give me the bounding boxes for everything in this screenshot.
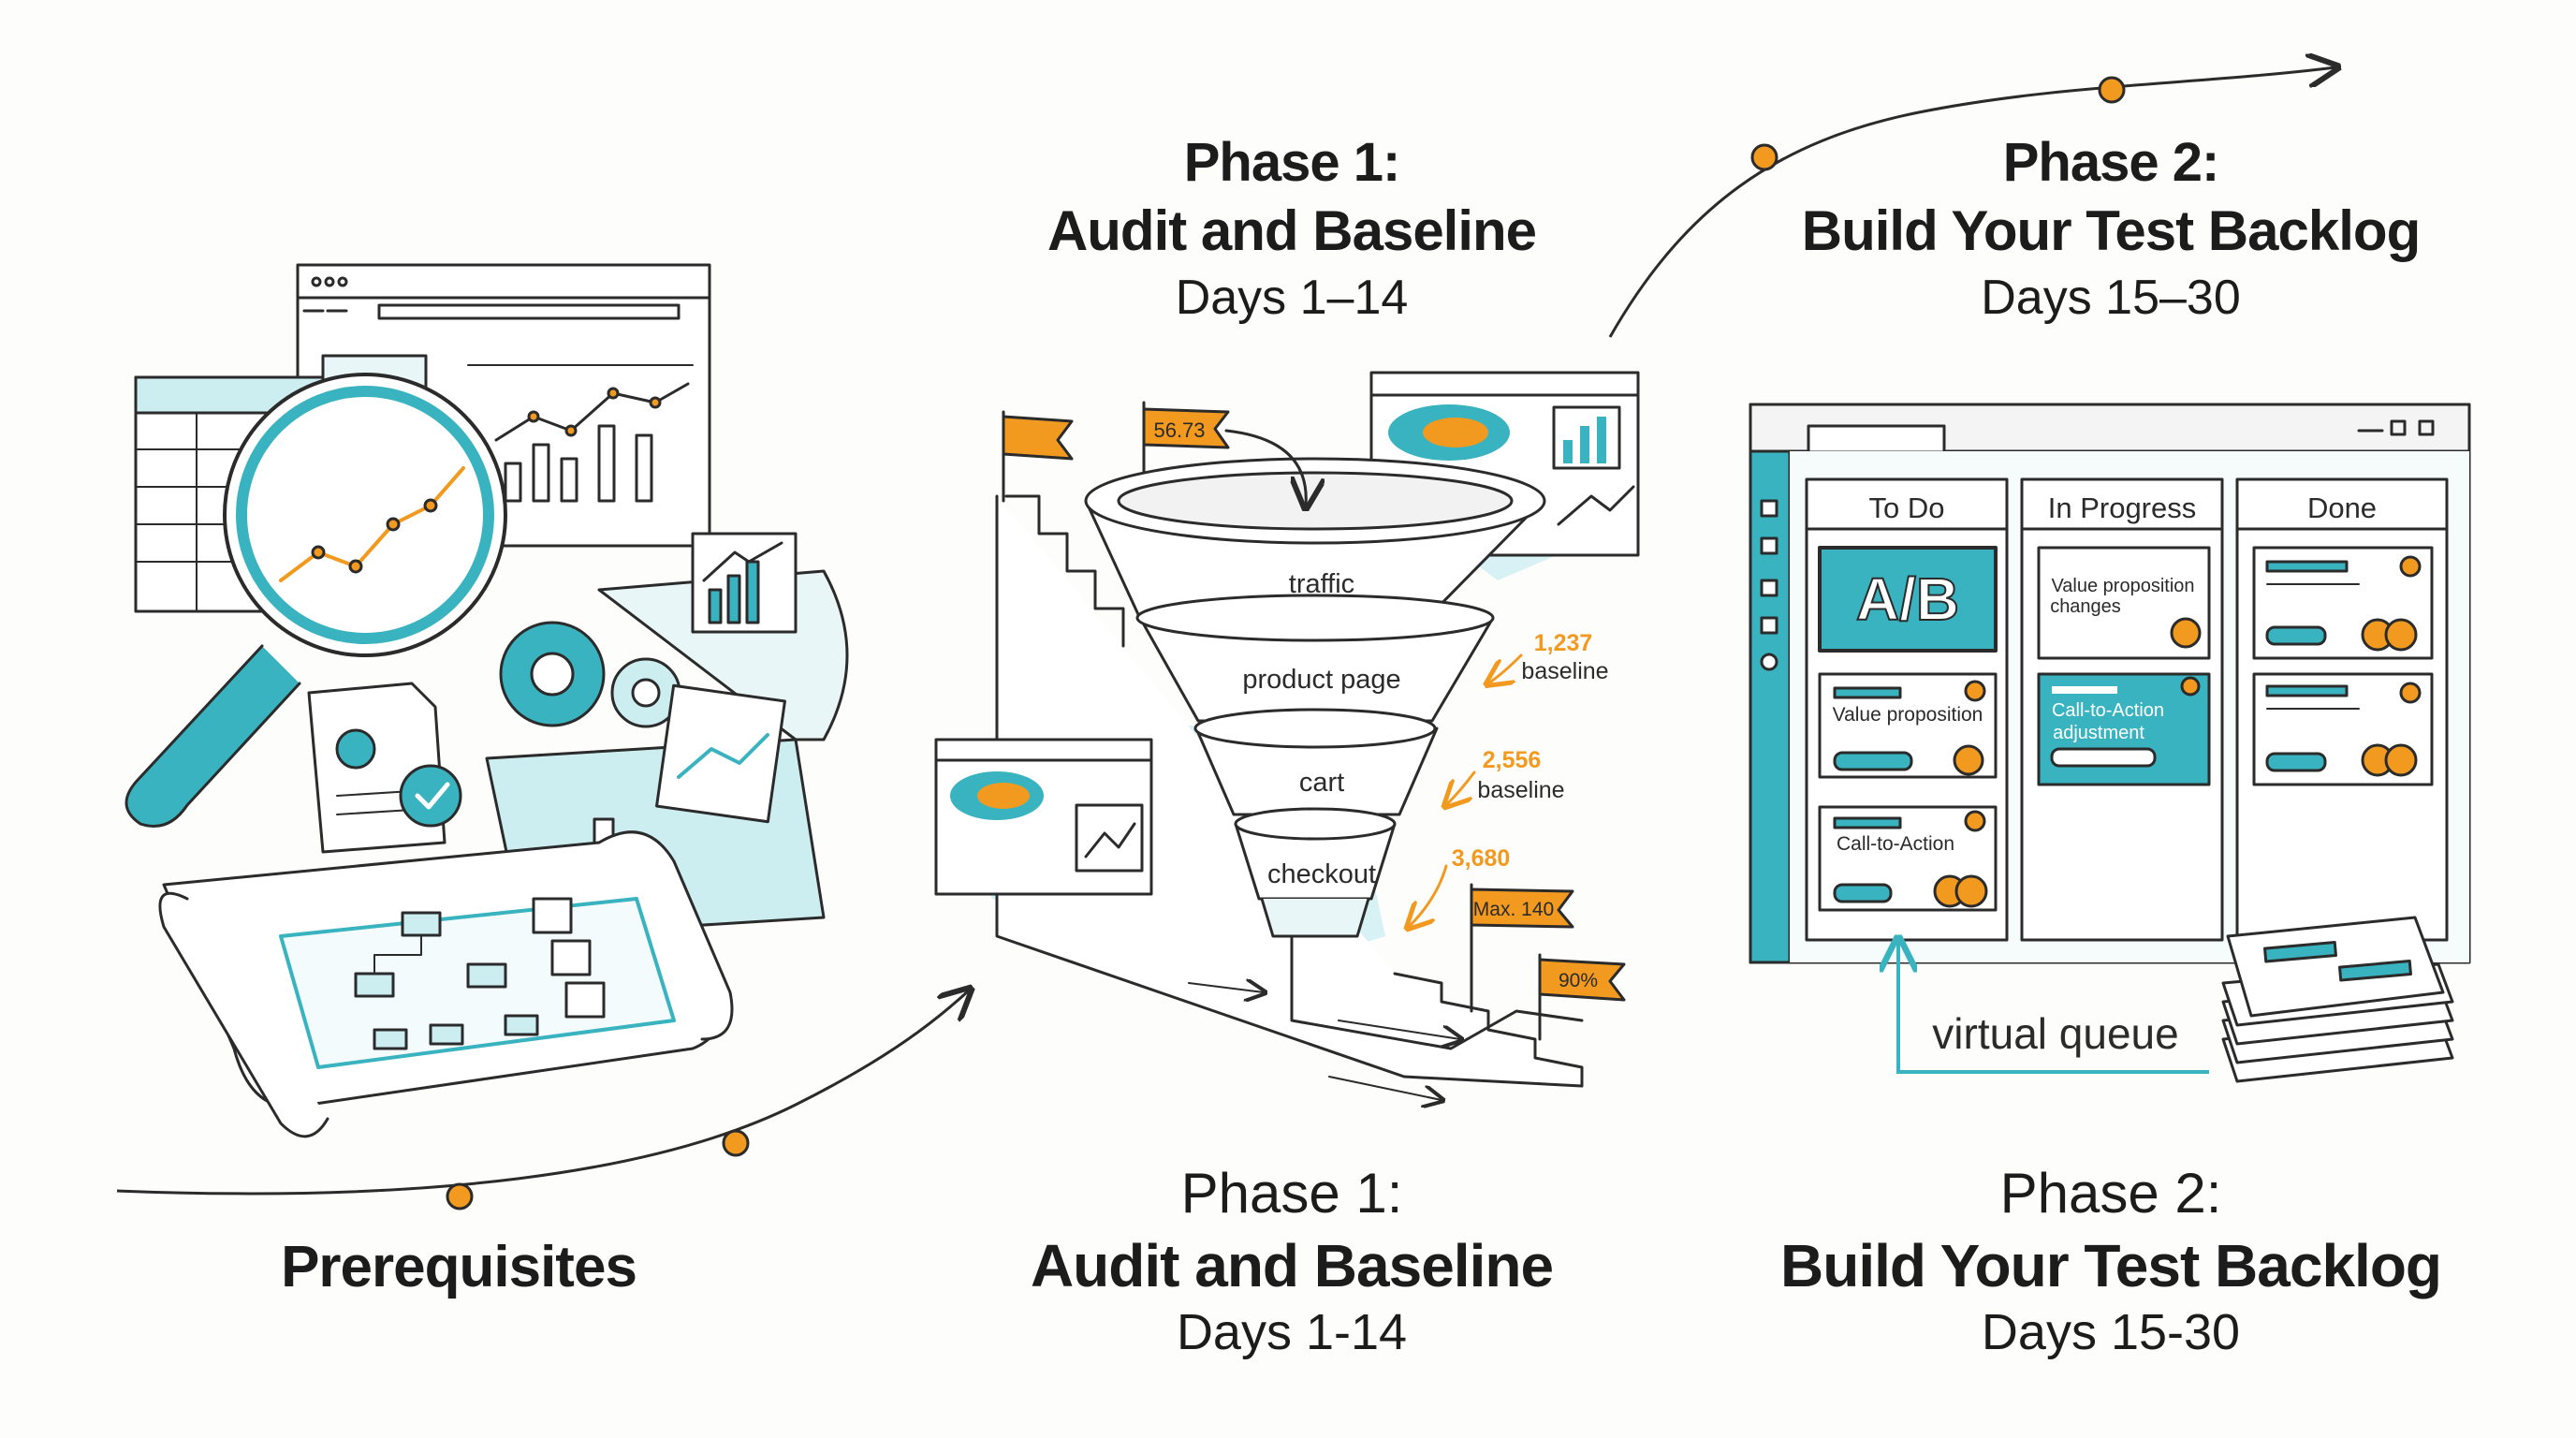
funnel-stage-traffic: traffic: [1289, 569, 1354, 599]
phase1-bottom-title-line2: Audit and Baseline: [1030, 1232, 1554, 1299]
column-done: Done: [2307, 492, 2377, 524]
column-in-progress: In Progress: [2048, 492, 2197, 524]
virtual-queue-label: virtual queue: [1932, 1009, 2178, 1058]
magnifier-icon: [124, 373, 507, 828]
milestone-dot: [2098, 76, 2126, 104]
document-icon: [307, 682, 462, 854]
phase1-top-days: Days 1–14: [1175, 271, 1409, 325]
card-stack-icon: [2221, 916, 2454, 1083]
annotation-1-value: 1,237: [1534, 630, 1593, 656]
phase1-top-title-line2: Audit and Baseline: [1046, 199, 1537, 262]
milestone-dot: [722, 1129, 750, 1157]
phase2-bottom-days: Days 15-30: [1981, 1304, 2241, 1360]
timeline-path-bottom: [116, 990, 969, 1211]
annotation-1-label: baseline: [1521, 658, 1608, 684]
funnel-labels: traffic product page cart checkout 56.73…: [1153, 418, 1608, 991]
todo-card-value-proposition: Value proposition: [1833, 704, 1983, 726]
flag-icon: [1470, 883, 1574, 1013]
kanban-board-icon: [1749, 403, 2471, 964]
progress-card-1-line1: Value proposition: [2051, 576, 2194, 596]
phase2-top-days: Days 15–30: [1981, 271, 2241, 325]
phase2-top-title-line1: Phase 2:: [2002, 132, 2220, 193]
milestone-dot: [1750, 143, 1778, 171]
flag-icon: [1538, 953, 1626, 1041]
browser-window-icon: [934, 738, 1153, 896]
annotation-3-value: 3,680: [1452, 845, 1511, 872]
blueprint-icon: [158, 830, 734, 1138]
phase2-bottom-title-line2: Build Your Test Backlog: [1780, 1232, 2442, 1299]
todo-card-call-to-action: Call-to-Action: [1837, 833, 1954, 855]
funnel-stage-checkout: checkout: [1267, 859, 1376, 889]
flag-pct-value: 90%: [1559, 970, 1598, 991]
flag-max-value: Max. 140: [1473, 899, 1554, 920]
flag-icon: [1142, 401, 1230, 475]
annotation-2-label: baseline: [1477, 777, 1564, 803]
gear-icon: [499, 621, 681, 728]
queue-arrow: [1898, 941, 2209, 1074]
phase1-bottom-days: Days 1-14: [1176, 1304, 1408, 1360]
progress-card-2-line2: adjustment: [2053, 723, 2144, 743]
prerequisites-illustration: [124, 263, 849, 1138]
milestone-dot: [446, 1182, 474, 1211]
phase2-top-title-line2: Build Your Test Backlog: [1801, 199, 2421, 262]
timeline-path-top: [1608, 67, 2335, 338]
kanban-labels: To Do In Progress Done A/B Value proposi…: [1833, 492, 2377, 1058]
phase2-bottom-title-line1: Phase 2:: [1999, 1162, 2222, 1225]
annotation-2-value: 2,556: [1483, 747, 1542, 773]
progress-card-2-line1: Call-to-Action: [2052, 700, 2164, 721]
flag-icon: [1002, 410, 1074, 503]
funnel-stage-product-page: product page: [1242, 665, 1400, 695]
funnel-stage-cart: cart: [1299, 768, 1344, 798]
phase1-bottom-title-line1: Phase 1:: [1180, 1162, 1403, 1225]
funnel-illustration: [934, 371, 1640, 1100]
column-to-do: To Do: [1869, 492, 1945, 524]
prerequisites-label: Prerequisites: [281, 1235, 637, 1299]
flag-top-value: 56.73: [1153, 418, 1205, 442]
progress-card-1-line2: changes: [2050, 596, 2121, 617]
ab-test-card: A/B: [1856, 565, 1959, 633]
phase1-top-title-line1: Phase 1:: [1183, 132, 1401, 193]
